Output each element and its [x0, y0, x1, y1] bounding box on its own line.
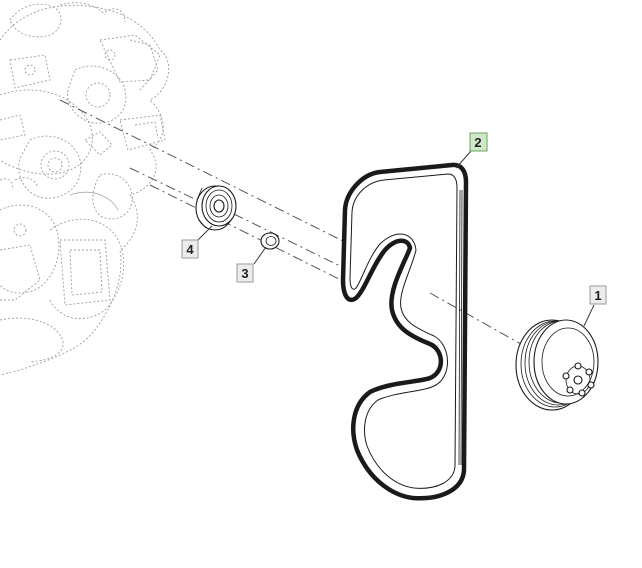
callout-2-label: 2 [474, 135, 481, 150]
engine-ghost-outline [0, 2, 170, 376]
callout-4[interactable]: 4 [181, 225, 213, 259]
callout-3[interactable]: 3 [236, 246, 267, 283]
serpentine-belt [340, 162, 469, 501]
callout-4-label: 4 [186, 242, 194, 257]
spacer-washer [260, 232, 280, 250]
callout-3-label: 3 [241, 266, 248, 281]
crankshaft-pulley [515, 319, 599, 411]
idler-pulley [195, 185, 237, 231]
callout-1[interactable]: 1 [583, 285, 607, 327]
callout-1-label: 1 [594, 288, 601, 303]
callout-2[interactable]: 2 [455, 132, 488, 169]
assembly-centerlines [59, 99, 529, 349]
